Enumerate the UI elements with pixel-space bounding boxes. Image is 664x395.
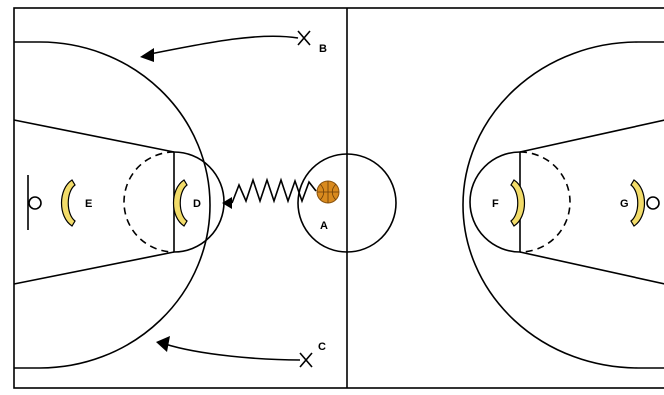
left-three-point-arc <box>14 41 211 369</box>
center-circle <box>297 153 397 253</box>
left-half-court <box>13 41 225 369</box>
label-f: F <box>492 198 499 210</box>
right-free-throw-arc-dashed <box>519 151 571 253</box>
left-hoop <box>28 196 42 210</box>
basketball-icon <box>316 180 340 204</box>
right-lane-top <box>519 119 664 153</box>
left-lane-bottom <box>13 251 175 285</box>
cut-arrow-b <box>149 35 299 55</box>
bracket-defender-icon-e <box>60 179 76 227</box>
label-e: E <box>85 198 92 210</box>
arrowhead-c <box>156 336 170 352</box>
right-three-point-arc <box>462 41 664 369</box>
label-c: C <box>318 341 326 353</box>
cut-arrow-c <box>164 343 301 361</box>
right-lane-bottom <box>519 251 664 285</box>
right-hoop <box>646 196 660 210</box>
label-d: D <box>193 198 201 210</box>
bracket-defender-icon-g <box>630 179 646 227</box>
label-g: G <box>620 198 629 210</box>
right-free-throw-arc-solid <box>469 151 521 253</box>
x-mark-icon-b <box>297 30 311 46</box>
bracket-defender-icon-d <box>172 179 188 227</box>
label-b: B <box>319 43 327 55</box>
label-a: A <box>320 220 328 232</box>
left-free-throw-arc-dashed <box>123 151 175 253</box>
arrowhead-dribble <box>222 197 232 209</box>
court-boundary <box>13 7 664 389</box>
x-mark-icon-c <box>299 352 313 368</box>
dribble-zigzag <box>231 177 317 204</box>
bracket-defender-icon-f <box>510 179 526 227</box>
arrowhead-b <box>140 48 154 62</box>
left-lane-top <box>13 119 175 153</box>
